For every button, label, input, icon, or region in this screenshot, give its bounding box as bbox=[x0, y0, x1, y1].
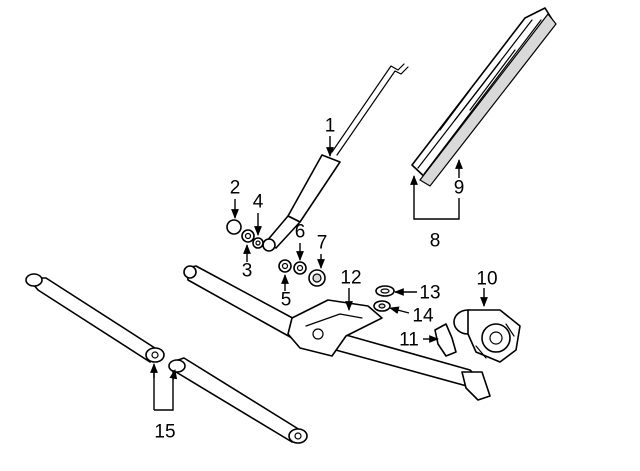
wiper-arm bbox=[262, 63, 409, 252]
wiper-blade bbox=[411, 7, 557, 187]
callout-10: 10 bbox=[476, 269, 497, 290]
leader-lines bbox=[150, 136, 488, 411]
arm-nut bbox=[241, 229, 255, 243]
wiper-linkage bbox=[183, 265, 491, 401]
callout-5: 5 bbox=[281, 290, 292, 311]
pivot-bushing bbox=[308, 269, 326, 287]
drive-link-rod-left bbox=[25, 273, 165, 363]
arm-cap bbox=[226, 219, 242, 235]
pivot-washer bbox=[293, 261, 307, 275]
callout-1: 1 bbox=[325, 116, 336, 137]
callout-13: 13 bbox=[419, 283, 440, 304]
callout-12: 12 bbox=[340, 268, 361, 289]
grommet bbox=[375, 285, 395, 297]
callout-9: 9 bbox=[454, 178, 465, 199]
callout-11: 11 bbox=[399, 330, 419, 351]
drive-link-rod-right bbox=[168, 357, 308, 444]
wiper-motor bbox=[453, 309, 521, 363]
callout-2: 2 bbox=[230, 178, 241, 199]
motor-bracket bbox=[434, 323, 457, 357]
callout-3: 3 bbox=[242, 261, 253, 282]
callout-8: 8 bbox=[430, 231, 441, 252]
callout-6: 6 bbox=[295, 222, 306, 243]
callout-7: 7 bbox=[317, 233, 328, 254]
callout-15: 15 bbox=[154, 422, 175, 443]
arm-washer bbox=[252, 237, 264, 249]
pivot-nut bbox=[278, 259, 292, 273]
callout-14: 14 bbox=[412, 306, 434, 327]
seal bbox=[373, 300, 391, 312]
callout-4: 4 bbox=[253, 192, 264, 213]
